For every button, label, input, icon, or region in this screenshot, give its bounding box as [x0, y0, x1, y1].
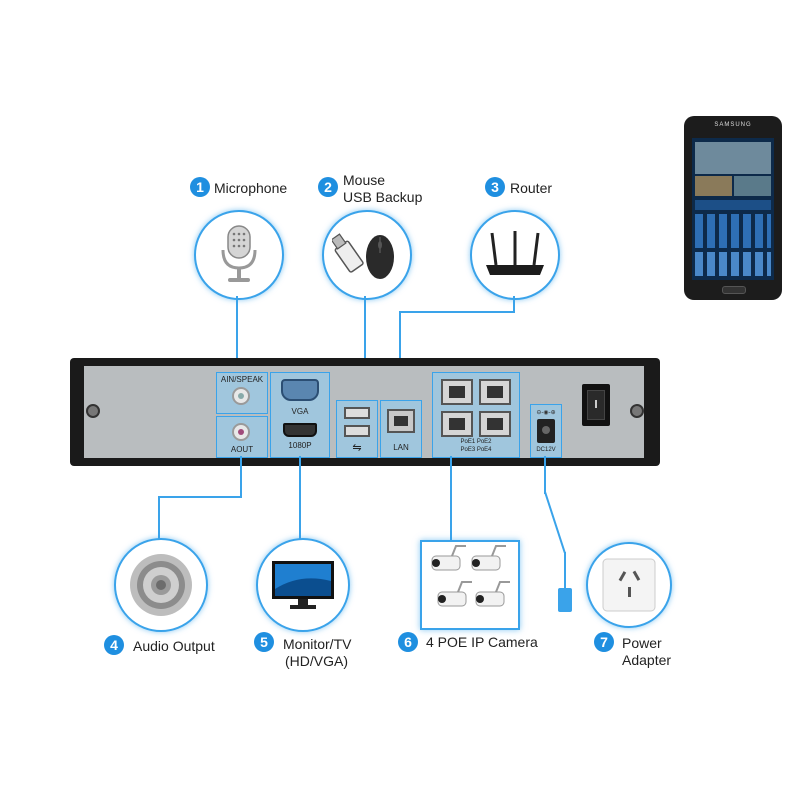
usb-port-box[interactable]: ⇋ — [336, 400, 378, 458]
router-icon — [486, 231, 544, 275]
label-router: Router — [510, 180, 553, 196]
poe-port-4 — [479, 411, 511, 437]
label-usb-backup: USB Backup — [343, 189, 423, 205]
audio-out-connector-h — [158, 496, 242, 498]
vga-port — [281, 379, 319, 401]
badge-6: 6 — [398, 632, 418, 652]
poe-port-3 — [441, 411, 473, 437]
lan-label: LAN — [393, 443, 409, 452]
badge-3: 3 — [485, 177, 505, 197]
ip-camera-icon — [431, 545, 510, 607]
router-connector-v2 — [399, 311, 401, 403]
label-adapter: Adapter — [622, 652, 672, 668]
mouse-usb-circle — [322, 210, 412, 300]
audio-out-jack — [232, 423, 250, 441]
phone-home-button — [722, 286, 746, 294]
poe-label-a: PoE1 PoE2 — [460, 439, 492, 445]
label-power: Power — [622, 635, 662, 651]
label-hd-vga: (HD/VGA) — [285, 653, 348, 669]
audio-in-jack — [232, 387, 250, 405]
audio-out-port-box[interactable]: AOUT — [216, 416, 268, 458]
badge-5: 5 — [254, 632, 274, 652]
dc-power-port-box[interactable]: ⊖-◉-⊕ DC12V — [530, 404, 562, 458]
poe-port-box[interactable]: PoE1 PoE2 PoE3 PoE4 — [432, 372, 520, 458]
power-outlet-icon — [602, 558, 656, 612]
phone-brand: SAMSUNG — [714, 122, 752, 128]
dc-label: DC12V — [536, 447, 556, 453]
video-connector — [299, 456, 301, 540]
aout-label: AOUT — [230, 445, 254, 454]
poe-port-2 — [479, 379, 511, 405]
label-audio-output: Audio Output — [133, 638, 215, 654]
monitor-circle — [256, 538, 350, 632]
label-poe-camera: 4 POE IP Camera — [426, 634, 538, 650]
video-port-box[interactable]: VGA 1080P — [270, 372, 330, 458]
badge-1: 1 — [190, 177, 210, 197]
microphone-connector — [236, 296, 238, 372]
right-screw — [630, 404, 644, 418]
monitor-icon — [272, 561, 334, 609]
audio-in-port-box[interactable]: AIN/SPEAK — [216, 372, 268, 414]
microphone-icon — [221, 225, 257, 282]
power-switch[interactable] — [582, 384, 610, 426]
lan-port — [387, 409, 415, 433]
vga-label: VGA — [291, 407, 309, 416]
power-plug-icon — [558, 588, 572, 612]
usb-port-2 — [344, 425, 370, 437]
usb-mouse-icon — [332, 233, 394, 279]
usb-symbol: ⇋ — [352, 442, 362, 454]
badge-7: 7 — [594, 632, 614, 652]
poe-label-b: PoE3 PoE4 — [460, 447, 492, 453]
ain-speak-label: AIN/SPEAK — [220, 375, 264, 384]
phone-screen — [692, 138, 774, 280]
power-switch-rocker — [587, 390, 605, 420]
audio-out-connector-v2 — [158, 496, 160, 540]
left-screw — [86, 404, 100, 418]
label-mouse: Mouse — [343, 172, 386, 188]
hdmi-label: 1080P — [288, 441, 312, 450]
poe-connector — [450, 456, 452, 544]
router-circle — [470, 210, 560, 300]
usb-connector — [364, 296, 366, 402]
router-connector-v1 — [513, 296, 515, 312]
usb-port-1 — [344, 407, 370, 419]
dc-jack — [537, 419, 555, 443]
label-monitor-tv: Monitor/TV — [283, 636, 352, 652]
poe-port-1 — [441, 379, 473, 405]
router-connector-h — [399, 311, 515, 313]
lan-port-box[interactable]: LAN — [380, 400, 422, 458]
microphone-circle — [194, 210, 284, 300]
ip-camera-box — [420, 540, 520, 630]
hdmi-port — [283, 423, 317, 437]
smartphone-illustration: SAMSUNG — [684, 116, 782, 300]
power-adapter-circle — [586, 542, 672, 628]
dc-polarity-icon: ⊖-◉-⊕ — [536, 410, 556, 416]
power-connector-v — [544, 456, 546, 494]
label-microphone: Microphone — [214, 180, 288, 196]
badge-4: 4 — [104, 635, 124, 655]
audio-output-circle — [114, 538, 208, 632]
badge-2: 2 — [318, 177, 338, 197]
audio-out-connector-v — [240, 456, 242, 498]
power-plug-wire — [564, 552, 566, 588]
power-connector-diag — [544, 491, 566, 553]
speaker-icon — [130, 554, 192, 616]
